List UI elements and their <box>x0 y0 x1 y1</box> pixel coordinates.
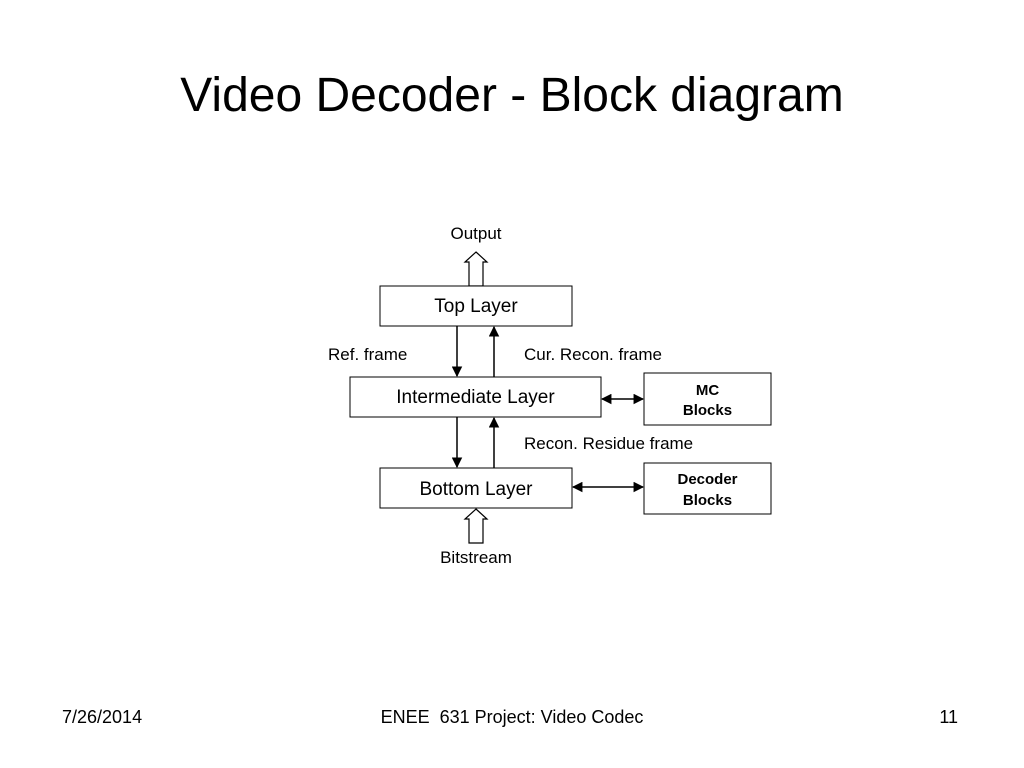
decoder-blocks-block: Decoder Blocks <box>643 462 772 515</box>
decoder-blocks-line2: Blocks <box>683 492 732 509</box>
recon-residue-frame-label: Recon. Residue frame <box>524 434 693 453</box>
intermediate-layer-label: Intermediate Layer <box>396 387 555 408</box>
ref-frame-label: Ref. frame <box>328 345 407 364</box>
slide-title: Video Decoder - Block diagram <box>180 69 844 122</box>
page-number: 11 <box>939 707 958 727</box>
output-label: Output <box>450 224 501 243</box>
top-layer-block: Top Layer <box>379 285 573 327</box>
bottom-layer-label: Bottom Layer <box>420 479 534 500</box>
bitstream-hollow-arrow <box>463 508 489 544</box>
bitstream-label: Bitstream <box>440 548 512 567</box>
mc-blocks-line2: Blocks <box>683 402 732 419</box>
cur-recon-frame-label: Cur. Recon. frame <box>524 345 662 364</box>
bottom-layer-block: Bottom Layer <box>379 467 573 509</box>
output-hollow-arrow <box>463 251 489 287</box>
footer-title: ENEE 631 Project: Video Codec <box>380 707 644 727</box>
mc-blocks-block: MC Blocks <box>643 372 772 426</box>
intermediate-layer-block: Intermediate Layer <box>349 376 602 418</box>
mc-blocks-line1: MC <box>696 382 719 399</box>
decoder-blocks-line1: Decoder <box>677 471 737 488</box>
top-layer-label: Top Layer <box>434 296 518 317</box>
footer-date: 7/26/2014 <box>62 707 143 727</box>
